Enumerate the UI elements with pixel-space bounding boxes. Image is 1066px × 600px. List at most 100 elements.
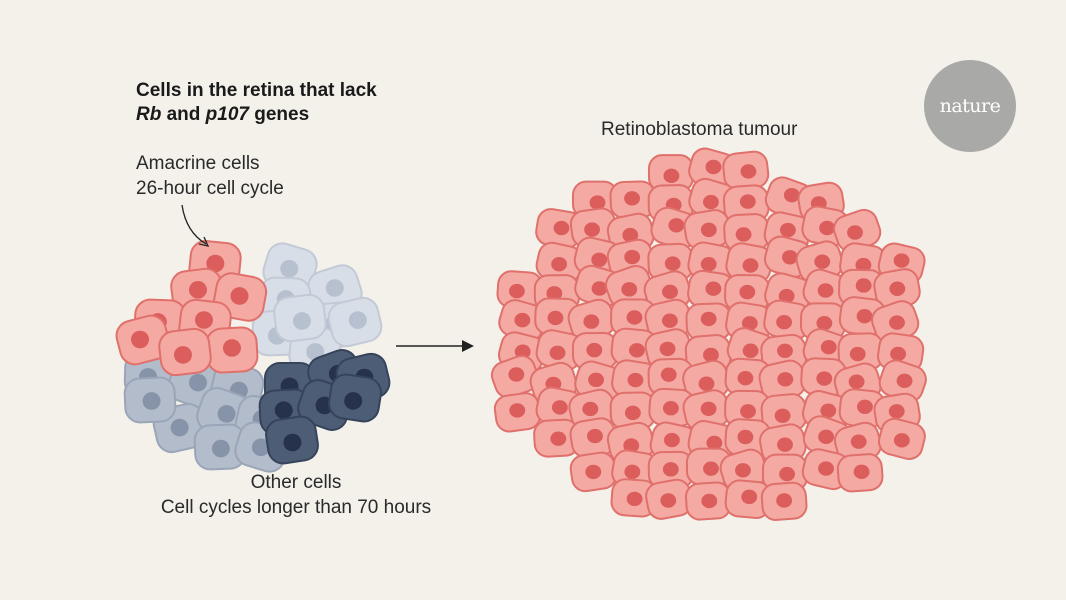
nucleus [779, 466, 795, 482]
nucleus [662, 284, 678, 300]
nucleus [170, 418, 189, 437]
tumour-cell [645, 478, 693, 520]
nucleus [782, 250, 798, 265]
nucleus [624, 249, 641, 265]
tumour-cell [493, 392, 542, 433]
nucleus [624, 191, 640, 206]
tumour-cell [833, 421, 882, 465]
amacrine-pointer-arrowhead [198, 236, 210, 247]
amacrine-cell [158, 327, 212, 377]
nucleus [627, 372, 644, 388]
tumour-cell [605, 265, 654, 309]
tumour-cell [647, 242, 694, 282]
nucleus [348, 311, 367, 329]
nucleus [623, 438, 640, 453]
nucleus [780, 222, 796, 238]
nucleus [628, 343, 645, 358]
nucleus [588, 372, 604, 388]
nucleus [551, 257, 568, 272]
nucleus [624, 464, 641, 480]
tumour-cell [725, 242, 773, 284]
gene-p107: p107 [205, 104, 249, 125]
nucleus [230, 287, 249, 305]
nucleus [776, 315, 793, 330]
nucleus [582, 401, 599, 417]
tumour-cell [833, 208, 882, 253]
nucleus [848, 374, 865, 389]
nucleus [514, 312, 531, 328]
nucleus [777, 437, 793, 452]
nucleus [584, 222, 600, 237]
nucleus [700, 401, 717, 416]
nucleus [850, 434, 867, 449]
nucleus [735, 227, 752, 242]
tumour-cell [533, 418, 580, 458]
nucleus [188, 281, 207, 299]
tumour-cell [724, 418, 772, 458]
tumour-cell [763, 299, 811, 341]
nucleus [776, 493, 793, 508]
amacrine-cycle: 26-hour cell cycle [136, 178, 284, 199]
nucleus [777, 343, 793, 358]
nucleus [742, 258, 759, 273]
nucleus [847, 225, 863, 240]
nucleus [589, 195, 606, 210]
gene-rb: Rb [136, 104, 162, 125]
tumour-cell [877, 417, 926, 460]
nucleus [855, 257, 872, 273]
retinoblastoma-tumour [490, 147, 927, 521]
nucleus [624, 405, 641, 421]
nucleus [706, 435, 723, 451]
nucleus [737, 371, 754, 386]
tumour-cell [569, 451, 617, 493]
tumour-cell [490, 354, 540, 399]
nucleus [508, 367, 525, 382]
nucleus [280, 259, 299, 278]
nucleus [700, 222, 717, 238]
nucleus [217, 405, 236, 423]
nucleus [703, 461, 719, 476]
nucleus [889, 281, 906, 296]
tumour-cell [685, 447, 732, 486]
nucleus [668, 218, 685, 233]
nucleus [701, 493, 718, 509]
other-cells-cycle: Cell cycles longer than 70 hours [160, 497, 432, 518]
nucleus [621, 282, 638, 297]
nucleus [622, 227, 639, 243]
tumour-cell [569, 417, 617, 459]
nucleus [896, 373, 913, 389]
other-cell [273, 293, 327, 343]
nucleus [856, 308, 873, 324]
nucleus [553, 220, 570, 236]
title-and: and [161, 104, 206, 125]
nucleus [857, 399, 873, 414]
nucleus [585, 464, 602, 480]
nucleus [703, 347, 719, 363]
nucleus [853, 464, 870, 480]
nucleus [664, 256, 681, 271]
nucleus [777, 372, 794, 387]
nucleus [660, 367, 677, 382]
nucleus [583, 314, 600, 329]
nucleus [700, 311, 717, 327]
nucleus [551, 400, 568, 415]
nucleus [660, 493, 677, 508]
nucleus [698, 376, 715, 391]
nucleus [251, 438, 270, 457]
nucleus [509, 403, 526, 418]
nucleus [816, 371, 833, 386]
nucleus [855, 278, 872, 293]
tumour-cell [647, 357, 694, 397]
tumour-cell [836, 453, 884, 493]
nucleus [888, 404, 905, 419]
progression-arrowhead [462, 340, 474, 352]
tumour-cell [684, 481, 732, 521]
nucleus [591, 281, 608, 296]
nucleus [222, 339, 241, 357]
nucleus [820, 340, 837, 355]
title-line1: Cells in the retina that lack [136, 80, 377, 101]
nucleus [705, 159, 722, 175]
nucleus [586, 342, 603, 358]
nucleus [549, 345, 566, 361]
